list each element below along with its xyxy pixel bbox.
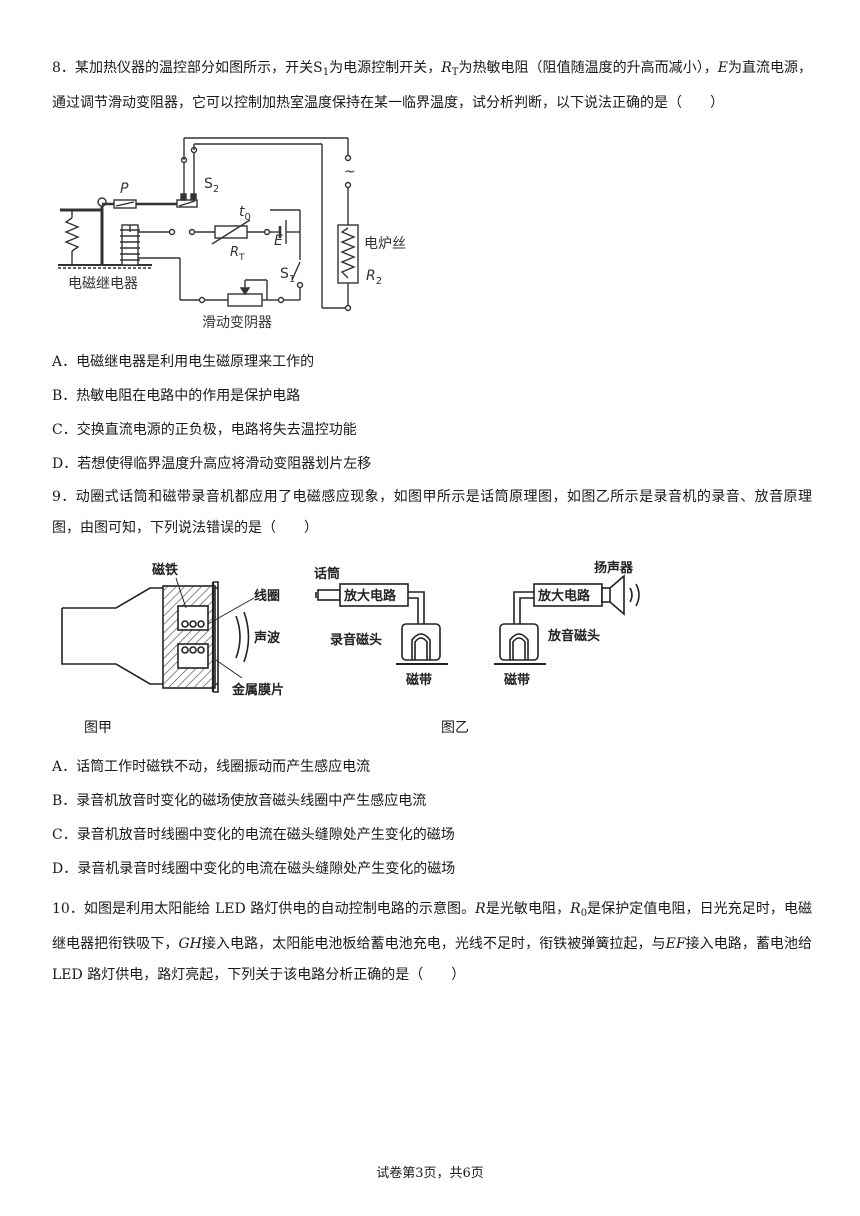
label-p: P (120, 181, 129, 197)
q9-option-a: A．话筒工作时磁铁不动，线圈振动而产生感应电流 (52, 759, 371, 775)
label-rheostat: 滑动变阴器 (202, 314, 272, 331)
label-membrane: 金属膜片 (231, 682, 284, 698)
q9-option-d: D．录音机录音时线圈中变化的电流在磁头缝隙处产生变化的磁场 (52, 861, 456, 877)
figure-8-thermostat-circuit: P S2 t0 RT E S1 ~ 电炉丝 R2 电磁继电器 滑动变阴器 (58, 137, 406, 331)
caption-figure-b: 图乙 (441, 720, 469, 736)
q8-option-c: C．交换直流电源的正负极，电路将失去温控功能 (52, 422, 357, 438)
label-record-head: 录音磁头 (330, 632, 382, 648)
page-footer: 试卷第3页，共6页 (376, 1166, 484, 1181)
label-ac: ~ (344, 164, 356, 180)
figure-9b-tape-recorder: 话筒 放大电路 录音磁头 磁带 扬声器 放大电路 放音磁头 磁带 (314, 560, 640, 688)
label-relay: 电磁继电器 (68, 276, 138, 292)
q9-option-b: B．录音机放音时变化的磁场使放音磁头线圈中产生感应电流 (52, 793, 427, 809)
label-amp-record: 放大电路 (343, 588, 397, 604)
label-tape-play: 磁带 (504, 672, 530, 688)
label-heater: 电炉丝 (364, 236, 406, 252)
label-r2: R2 (366, 268, 382, 287)
label-t0: t0 (239, 204, 251, 223)
label-s2: S2 (204, 176, 219, 195)
caption-figure-a: 图甲 (84, 720, 112, 736)
label-rt: RT (230, 245, 245, 263)
question-9-text: 9．动圈式话筒和磁带录音机都应用了电磁感应现象，如图甲所示是话筒原理图，如图乙所… (52, 489, 812, 536)
label-s1: S1 (280, 266, 295, 285)
label-play-head: 放音磁头 (547, 628, 600, 644)
q9-option-c: C．录音机放音时线圈中变化的电流在磁头缝隙处产生变化的磁场 (52, 827, 455, 843)
label-amp-play: 放大电路 (537, 588, 591, 604)
question-10-text: 10．如图是利用太阳能给 LED 路灯供电的自动控制电路的示意图。R是光敏电阻，… (52, 901, 813, 983)
q8-option-b: B．热敏电阻在电路中的作用是保护电路 (52, 388, 301, 404)
label-speaker: 扬声器 (594, 560, 634, 576)
label-e: E (274, 233, 283, 249)
label-wave: 声波 (253, 630, 281, 646)
q8-option-a: A．电磁继电器是利用电生磁原理来工作的 (52, 354, 315, 370)
q8-option-d: D．若想使得临界温度升高应将滑动变阻器划片左移 (52, 456, 372, 472)
question-8-text: 8．某加热仪器的温控部分如图所示，开关S1为电源控制开关，RT为热敏电阻（阻值随… (52, 60, 813, 111)
figure-9a-microphone: 磁铁 线圈 声波 金属膜片 (61, 562, 284, 698)
label-tape-record: 磁带 (406, 672, 432, 688)
label-magnet: 磁铁 (152, 562, 178, 578)
label-mic: 话筒 (314, 566, 340, 582)
label-coil: 线圈 (254, 588, 280, 604)
